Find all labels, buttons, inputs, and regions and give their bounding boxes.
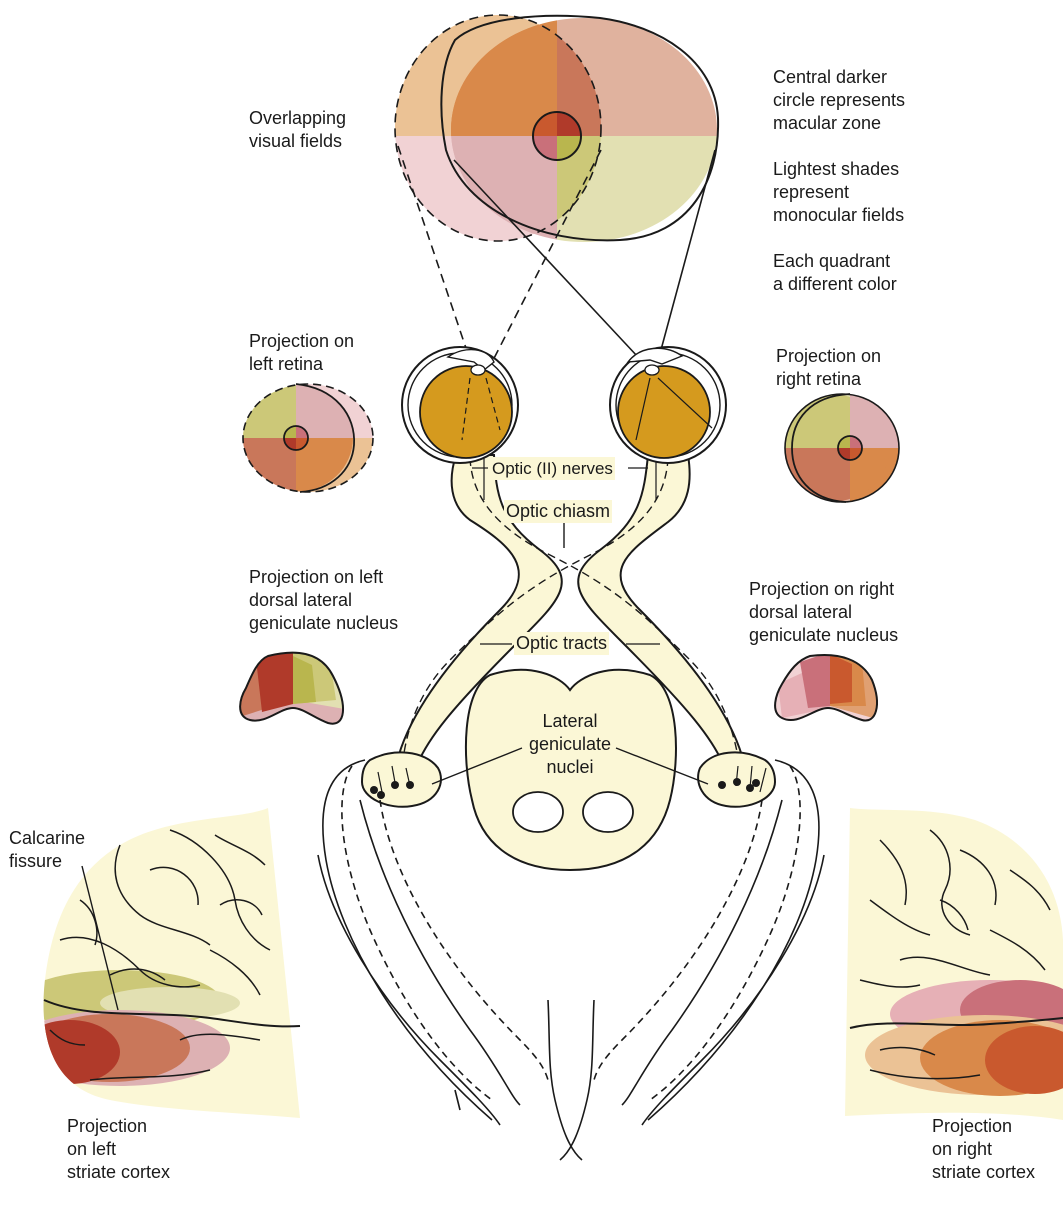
label-line: dorsal lateral [249, 589, 398, 612]
right-eye [610, 347, 726, 463]
right-retina-projection [770, 390, 910, 506]
label-line: dorsal lateral [749, 601, 898, 624]
label-line: monocular fields [773, 204, 904, 227]
label-line: striate cortex [67, 1161, 170, 1184]
label-line: nuclei [520, 756, 620, 779]
label-line: Lightest shades [773, 158, 904, 181]
left-eye [402, 347, 518, 463]
label-line: Each quadrant [773, 250, 897, 273]
label-line: visual fields [249, 130, 346, 153]
label-line: Calcarine [9, 827, 85, 850]
label-line: fissure [9, 850, 85, 873]
label-line: Projection on [776, 345, 881, 368]
right-striate-cortex [845, 808, 1063, 1120]
optic-nerves-label: Optic (II) nerves [490, 457, 615, 480]
label-line: on left [67, 1138, 170, 1161]
lateral-geniculate-nuclei-label: Lateral geniculate nuclei [520, 710, 620, 779]
monocular-fields-note: Lightest shades represent monocular fiel… [773, 158, 904, 227]
optic-tracts-label: Optic tracts [514, 632, 609, 655]
label-line: represent [773, 181, 904, 204]
label-line: Projection on [249, 330, 354, 353]
label-line: geniculate [520, 733, 620, 756]
label-line: Projection [67, 1115, 170, 1138]
label-line: Projection on left [249, 566, 398, 589]
label-line: left retina [249, 353, 354, 376]
right-lgn-projection [770, 640, 890, 740]
right-lateral-geniculate-nucleus [698, 752, 775, 806]
label-line: Projection on right [749, 578, 898, 601]
calcarine-fissure-label: Calcarine fissure [9, 827, 85, 873]
left-lgn-label: Projection on left dorsal lateral genicu… [249, 566, 398, 635]
label-line: a different color [773, 273, 897, 296]
label-line: striate cortex [932, 1161, 1035, 1184]
overlapping-visual-fields-label: Overlapping visual fields [249, 107, 346, 153]
quadrant-color-note: Each quadrant a different color [773, 250, 897, 296]
label-line: circle represents [773, 89, 905, 112]
left-striate-cortex-label: Projection on left striate cortex [67, 1115, 170, 1184]
left-lateral-geniculate-nucleus [362, 752, 441, 806]
left-retina-label: Projection on left retina [249, 330, 354, 376]
label-line: geniculate nucleus [249, 612, 398, 635]
label-line: Central darker [773, 66, 905, 89]
label-line: macular zone [773, 112, 905, 135]
macular-zone-circle [533, 112, 581, 160]
label-line: Projection [932, 1115, 1035, 1138]
label-line: Overlapping [249, 107, 346, 130]
left-retina-projection [240, 380, 376, 496]
label-line: on right [932, 1138, 1035, 1161]
label-line: Lateral [520, 710, 620, 733]
optic-chiasm-label: Optic chiasm [504, 500, 612, 523]
right-lgn-label: Projection on right dorsal lateral genic… [749, 578, 898, 647]
label-line: geniculate nucleus [749, 624, 898, 647]
right-striate-cortex-label: Projection on right striate cortex [932, 1115, 1035, 1184]
label-line: right retina [776, 368, 881, 391]
left-lgn-projection [230, 640, 350, 740]
right-retina-label: Projection on right retina [776, 345, 881, 391]
overlapping-visual-fields [395, 15, 719, 246]
macular-zone-note: Central darker circle represents macular… [773, 66, 905, 135]
